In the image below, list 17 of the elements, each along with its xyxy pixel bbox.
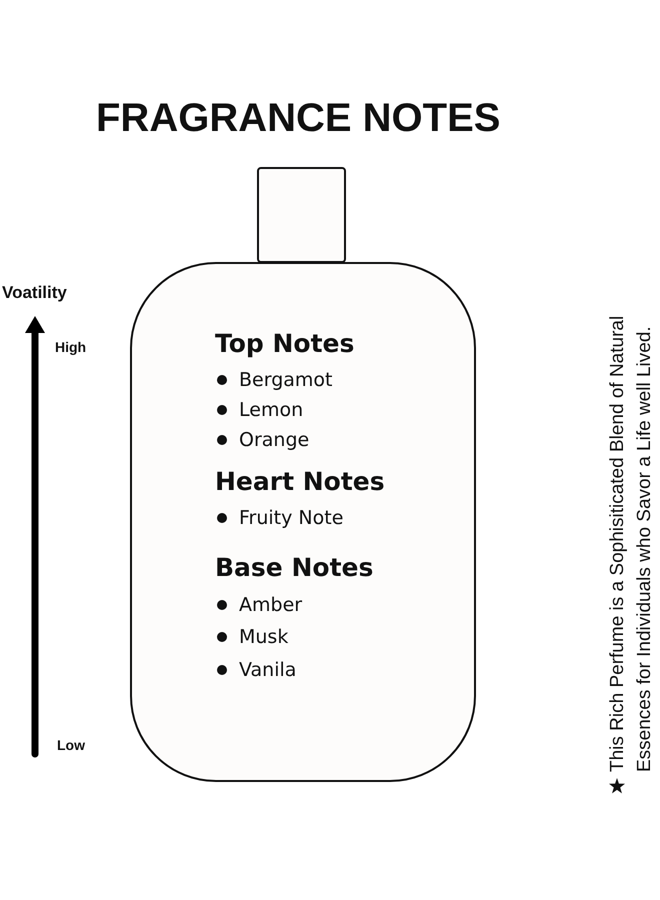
list-item-text: Fruity Note	[239, 506, 344, 531]
section-heading: Base Notes	[215, 552, 374, 584]
section-heading: Top Notes	[215, 328, 354, 360]
list-item-text: Bergamot	[239, 368, 332, 393]
section-heading: Heart Notes	[215, 466, 385, 498]
list-item-text: Amber	[239, 593, 302, 618]
bottle-cap	[257, 167, 346, 263]
bottle-body	[130, 262, 476, 782]
axis-title: Voatility	[2, 283, 67, 303]
list-item-text: Lemon	[239, 398, 304, 423]
note-text: This Rich Perfume is a Sophisiticated Blend of Natural Essences for Individuals who Savor a Life well Lived.	[606, 314, 656, 772]
list-item-text: Orange	[239, 428, 310, 453]
list-item-text: Vanila	[239, 658, 296, 683]
list-item-text: Musk	[239, 625, 288, 650]
axis-end-label: High	[55, 339, 86, 356]
axis-end-label: Low	[57, 737, 85, 754]
diagram-title: FRAGRANCE NOTES	[96, 96, 500, 140]
